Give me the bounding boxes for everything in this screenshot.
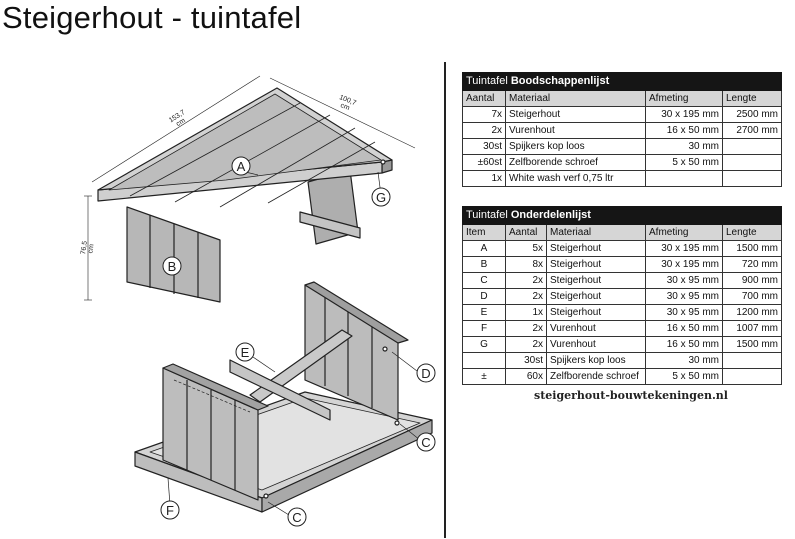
column-header: Item <box>462 224 506 241</box>
svg-text:D: D <box>421 366 430 381</box>
column-header: Materiaal <box>505 90 646 107</box>
column-header: Lengte <box>722 90 782 107</box>
shopping-list-table: Tuintafel Boodschappenlijst Aantal Mater… <box>462 72 782 187</box>
column-header: Aantal <box>462 90 506 107</box>
svg-text:cm: cm <box>175 117 187 128</box>
column-header: Afmeting <box>645 224 723 241</box>
svg-text:C: C <box>292 510 301 525</box>
callout-f: F <box>160 500 180 520</box>
dimension-height: 76,5 cm <box>80 240 95 255</box>
table-drawing: 153,7 cm 100,7 cm 76,5 cm A B G E D C C … <box>80 75 436 527</box>
svg-text:G: G <box>376 190 386 205</box>
column-header: Materiaal <box>546 224 646 241</box>
callout-e: E <box>235 342 255 362</box>
svg-text:cm: cm <box>87 243 95 253</box>
svg-text:F: F <box>166 503 174 518</box>
callout-c-bottom: C <box>287 507 307 527</box>
dimension-length: 153,7 cm <box>168 109 187 128</box>
svg-text:E: E <box>241 345 250 360</box>
parts-list-table: Tuintafel Onderdelenlijst Item Aantal Ma… <box>462 206 782 385</box>
svg-text:A: A <box>237 159 246 174</box>
column-divider <box>444 62 446 538</box>
page-title: Steigerhout - tuintafel <box>2 0 302 35</box>
parts-list-header: Tuintafel Onderdelenlijst <box>462 206 782 225</box>
column-header: Afmeting <box>645 90 723 107</box>
column-header: Aantal <box>505 224 547 241</box>
shopping-list-header: Tuintafel Boodschappenlijst <box>462 72 782 91</box>
callout-a: A <box>231 156 251 176</box>
callout-d: D <box>416 363 436 383</box>
dimension-width: 100,7 cm <box>338 94 357 112</box>
callout-c-right: C <box>416 432 436 452</box>
website-link[interactable]: steigerhout-bouwtekeningen.nl <box>534 389 728 402</box>
svg-text:C: C <box>421 435 430 450</box>
svg-text:76,5: 76,5 <box>80 240 89 255</box>
svg-text:B: B <box>168 259 177 274</box>
svg-text:cm: cm <box>339 102 350 112</box>
column-header: Lengte <box>722 224 782 241</box>
callout-g: G <box>371 187 391 207</box>
callout-b: B <box>162 256 182 276</box>
